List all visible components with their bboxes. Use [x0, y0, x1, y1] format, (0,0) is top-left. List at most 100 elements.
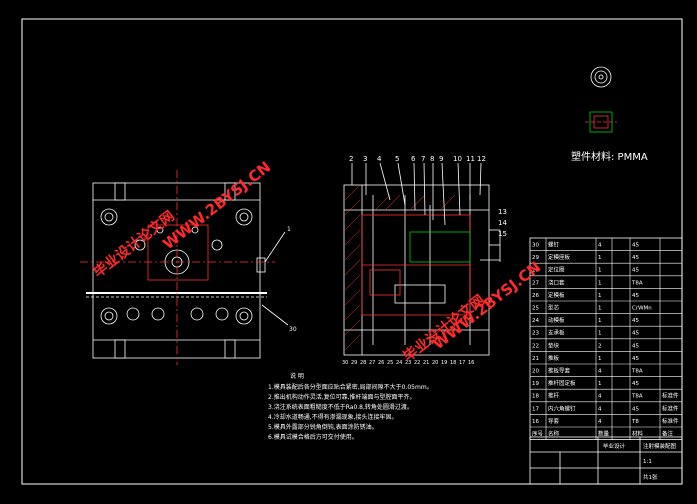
plastic-part-view [585, 66, 617, 133]
bom-cell: 1 [598, 318, 602, 324]
bom-cell: 1 [598, 381, 602, 387]
callout-7: 7 [421, 155, 425, 163]
callout-b25: 25 [387, 360, 393, 366]
bom-cell: 推板 [548, 354, 560, 362]
bom-cell: 30 [532, 243, 539, 249]
bom-cell: 29 [532, 255, 539, 261]
bom-cell: 螺钉 [548, 241, 560, 249]
callout-8: 8 [430, 155, 434, 163]
title-block [529, 436, 683, 485]
front-callout-30: 30 [289, 326, 297, 333]
bom-cell: 18 [532, 394, 539, 400]
bom-cell: 45 [632, 356, 639, 362]
bom-cell: T8A [631, 280, 643, 286]
bom-cell: 45 [632, 255, 639, 261]
notes-line-3: 3.浇注系统表面粗糙度不低于Ra0.8,转角处圆滑过渡。 [268, 403, 413, 411]
title-block-sheet: 共1张 [643, 473, 658, 481]
bom-cell: 16 [532, 419, 539, 425]
callout-b29: 29 [351, 360, 357, 366]
bom-cell: 17 [532, 406, 539, 412]
bom-cell: 动模板 [548, 316, 565, 324]
callout-b30: 30 [342, 360, 348, 366]
bom-cell: 4 [598, 419, 602, 425]
section-view [343, 162, 501, 356]
section-bottom-callouts: 30 29 28 27 26 25 24 23 22 21 20 19 18 1… [342, 360, 474, 366]
section-top-callouts: 2 3 4 5 6 7 8 9 10 11 12 [349, 155, 486, 163]
bom-header-cell: 序号 [532, 430, 544, 438]
bom-cell: 45 [632, 318, 639, 324]
callout-b24: 24 [396, 360, 402, 366]
bom-cell: 45 [632, 293, 639, 299]
bom-cell: 1 [598, 293, 602, 299]
bom-cell: 垫块 [548, 341, 560, 349]
bom-cell: 推杆 [548, 392, 560, 400]
bom-cell: 定位圈 [548, 266, 565, 274]
bom-cell: T8A [631, 394, 643, 400]
section-right-callouts: 13 14 15 [498, 208, 507, 238]
bom-cell: 45 [632, 381, 639, 387]
callout-6: 6 [411, 155, 416, 163]
bom-cell: 22 [532, 343, 539, 349]
bom-cell: 标准件 [662, 392, 679, 400]
bom-cell: 1 [598, 356, 602, 362]
bom-cell: 26 [532, 293, 539, 299]
bom-cell: 1 [598, 331, 602, 337]
bom-cell: 45 [632, 243, 639, 249]
callout-b16: 16 [468, 360, 474, 366]
notes-line-6: 6.模具试模合格后方可交付使用。 [268, 433, 358, 441]
bom-cell: 定模板 [548, 291, 565, 299]
callout-b20: 20 [432, 360, 438, 366]
bom-cell: CrWMn [632, 306, 652, 312]
notes-line-5: 5.模具外露部分锐角倒钝,表面涂防锈油。 [268, 423, 378, 431]
bom-header-row: 序号名称数量材料备注 [532, 430, 674, 438]
bom-cell: 45 [632, 343, 639, 349]
bom-cell: 21 [532, 356, 539, 362]
watermark-brand-b: 毕业设计论文网 [400, 291, 488, 365]
callout-15: 15 [498, 230, 507, 238]
callout-2: 2 [349, 155, 353, 163]
callout-5: 5 [395, 155, 399, 163]
front-view-outline [92, 182, 261, 359]
callout-b21: 21 [423, 360, 429, 366]
bom-cell: 内六角螺钉 [548, 404, 576, 412]
bom-cell: 浇口套 [548, 278, 565, 286]
callout-b26: 26 [378, 360, 384, 366]
bom-cell: 推板导套 [548, 367, 571, 375]
bom-row: 18 推杆 4 T8A 标准件 [532, 392, 679, 400]
watermark-site-b: WWW.2BYSJ.CN [429, 258, 544, 353]
bom-cell: 1 [598, 306, 602, 312]
bom-header-cell: 备注 [662, 430, 674, 438]
callout-10: 10 [453, 155, 462, 163]
bom-cell: 20 [532, 369, 539, 375]
callout-b18: 18 [450, 360, 456, 366]
notes-line-4: 4.冷却水道畅通,不得有渗漏现象,接头连接牢固。 [268, 413, 398, 421]
bom-cell: 4 [598, 394, 602, 400]
bom-cell: 45 [632, 268, 639, 274]
technical-notes: 说 明 1.模具装配后各分型面应贴合紧密,局部间隙不大于0.05mm。 2.推出… [268, 372, 433, 441]
callout-b23: 23 [405, 360, 411, 366]
bom-header-cell: 材料 [632, 430, 644, 438]
notes-title: 说 明 [290, 372, 304, 380]
front-view [80, 170, 289, 365]
callout-b19: 19 [441, 360, 447, 366]
bom-cell: 导套 [548, 417, 560, 425]
title-block-scale: 1:1 [643, 459, 652, 465]
bom-cell: 28 [532, 268, 539, 274]
bom-cell: 24 [532, 318, 539, 324]
callout-14: 14 [498, 219, 507, 227]
notes-line-1: 1.模具装配后各分型面应贴合紧密,局部间隙不大于0.05mm。 [268, 383, 433, 391]
callout-4: 4 [377, 155, 382, 163]
notes-line-2: 2.推出机构动作灵活,复位可靠,推杆端面与型腔面平齐。 [268, 393, 416, 401]
bom-row: 26 定模板 1 45 [532, 291, 639, 299]
bom-header-cell: 名称 [548, 430, 560, 438]
bom-cell: 标准件 [662, 404, 679, 412]
